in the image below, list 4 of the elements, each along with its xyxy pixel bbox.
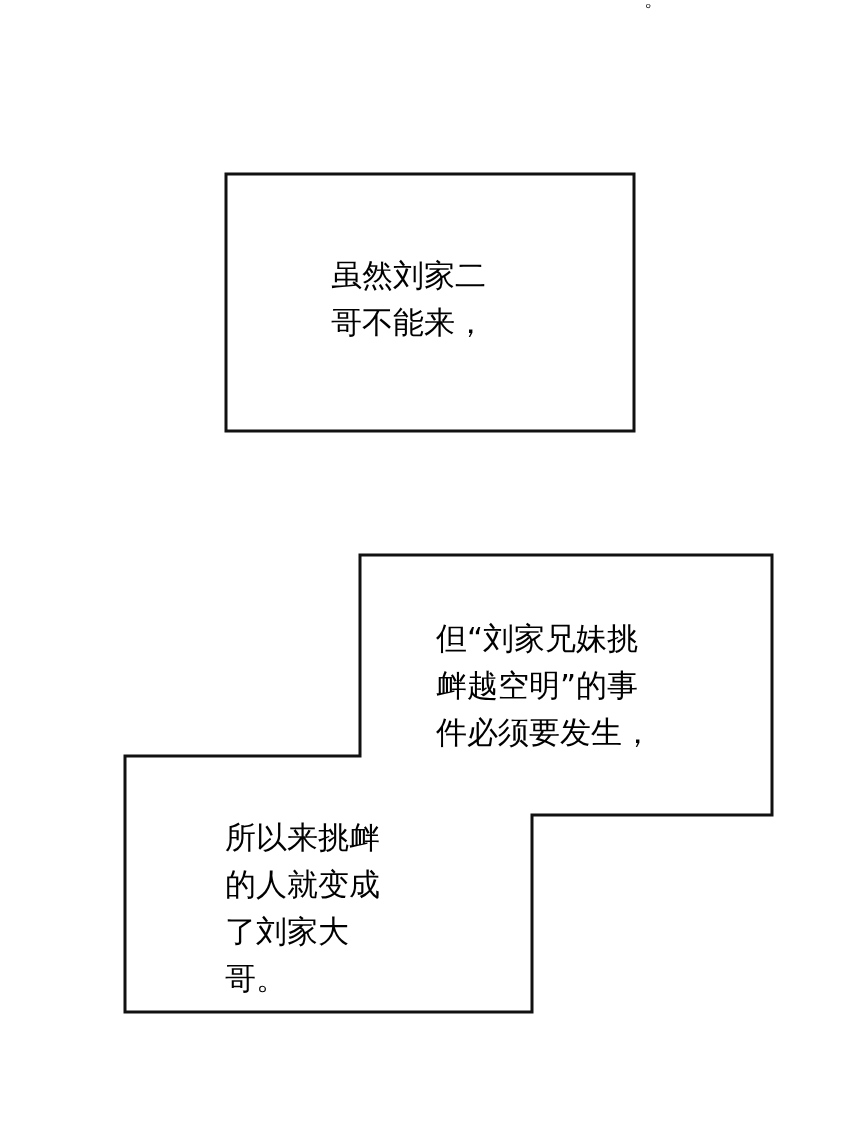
punctuation-mark: 。 (644, 0, 664, 9)
caption-text: 虽然刘家二哥不能来， (331, 256, 487, 342)
caption-text: 所以来挑衅的人就变成了刘家大哥。 (225, 818, 381, 998)
caption-text: 但“刘家兄妹挑衅越空明”的事件必须要发生， (436, 619, 653, 752)
